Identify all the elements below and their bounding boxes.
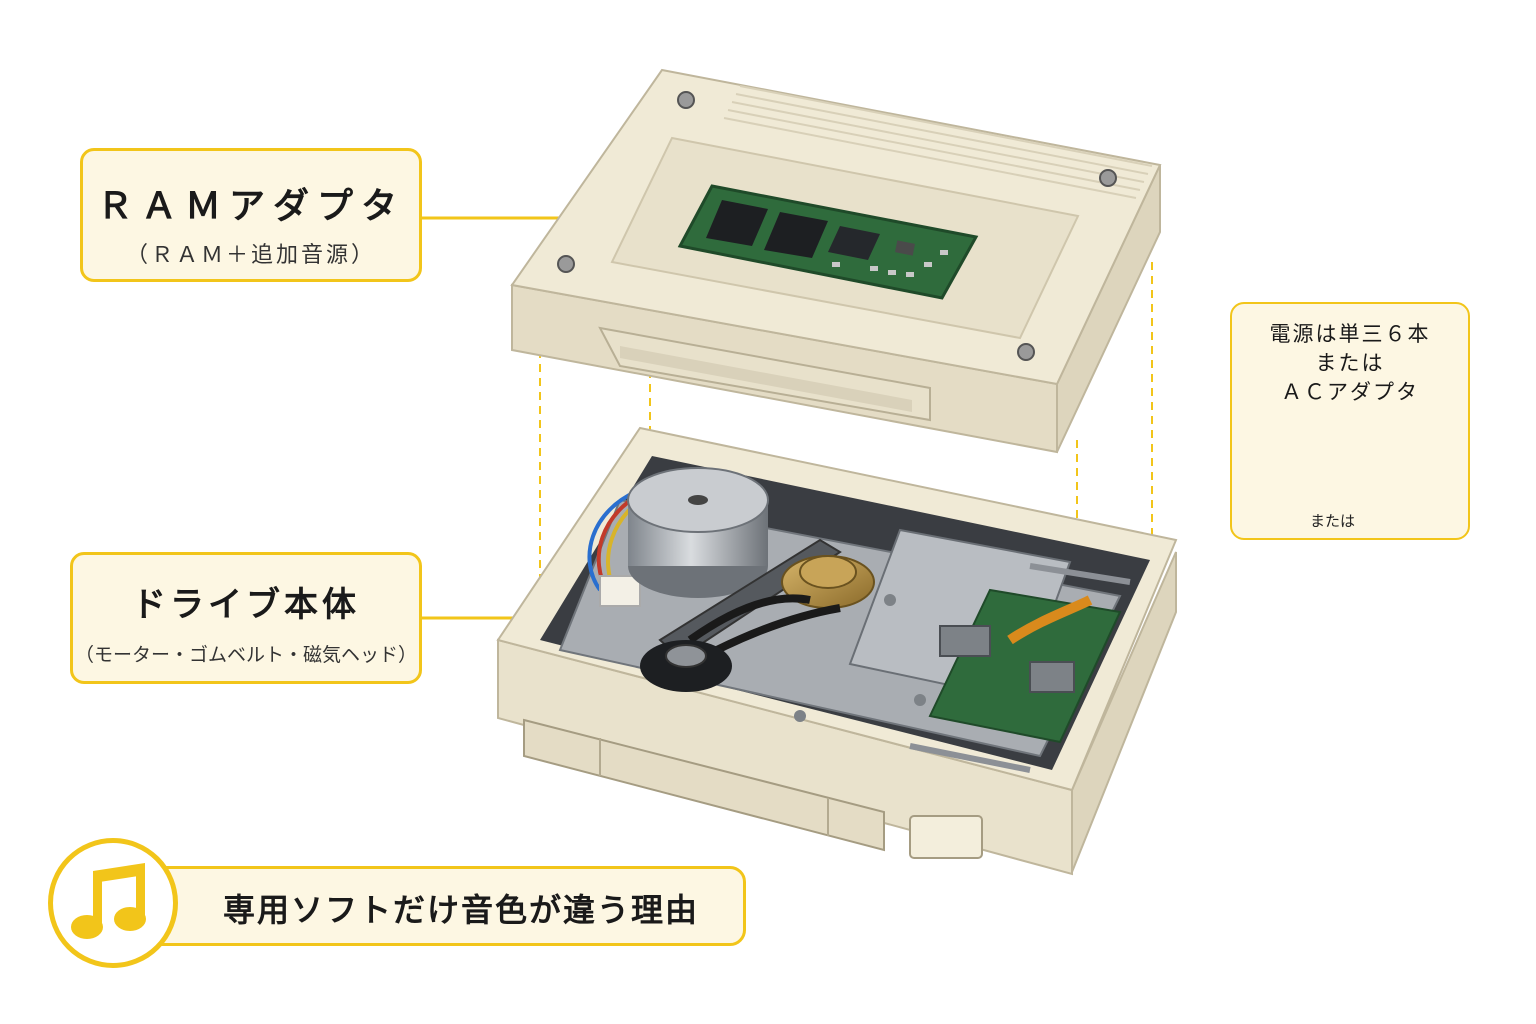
power-line-3: ＡＣアダプタ [1281,380,1419,404]
drive-unit-subtitle: （モーター・ゴムベルト・磁気ヘッド） [74,644,417,666]
ram-adapter-cartridge [510,68,1162,454]
caption-banner: 専用ソフトだけ音色が違う理由 [120,866,746,946]
music-note-icon [71,863,146,939]
ram-adapter-subtitle: （ＲＡＭ＋追加音源） [125,243,376,268]
power-line-1: 電源は単三６本 [1269,322,1431,346]
drive-unit [496,426,1178,876]
drive-unit-callout: ドライブ本体 （モーター・ゴムベルト・磁気ヘッド） [70,552,422,684]
ram-adapter-title: ＲＡＭアダプタ [96,186,405,227]
power-line-2: または [1315,351,1385,375]
power-callout: 電源は単三６本 または ＡＣアダプタ または [1230,302,1470,540]
music-badge [48,838,178,968]
caption-text: 専用ソフトだけ音色が違う理由 [223,891,700,929]
drive-unit-title: ドライブ本体 [132,585,360,625]
power-or-label: または [1310,512,1356,530]
ram-adapter-callout: ＲＡＭアダプタ （ＲＡＭ＋追加音源） [80,148,422,282]
